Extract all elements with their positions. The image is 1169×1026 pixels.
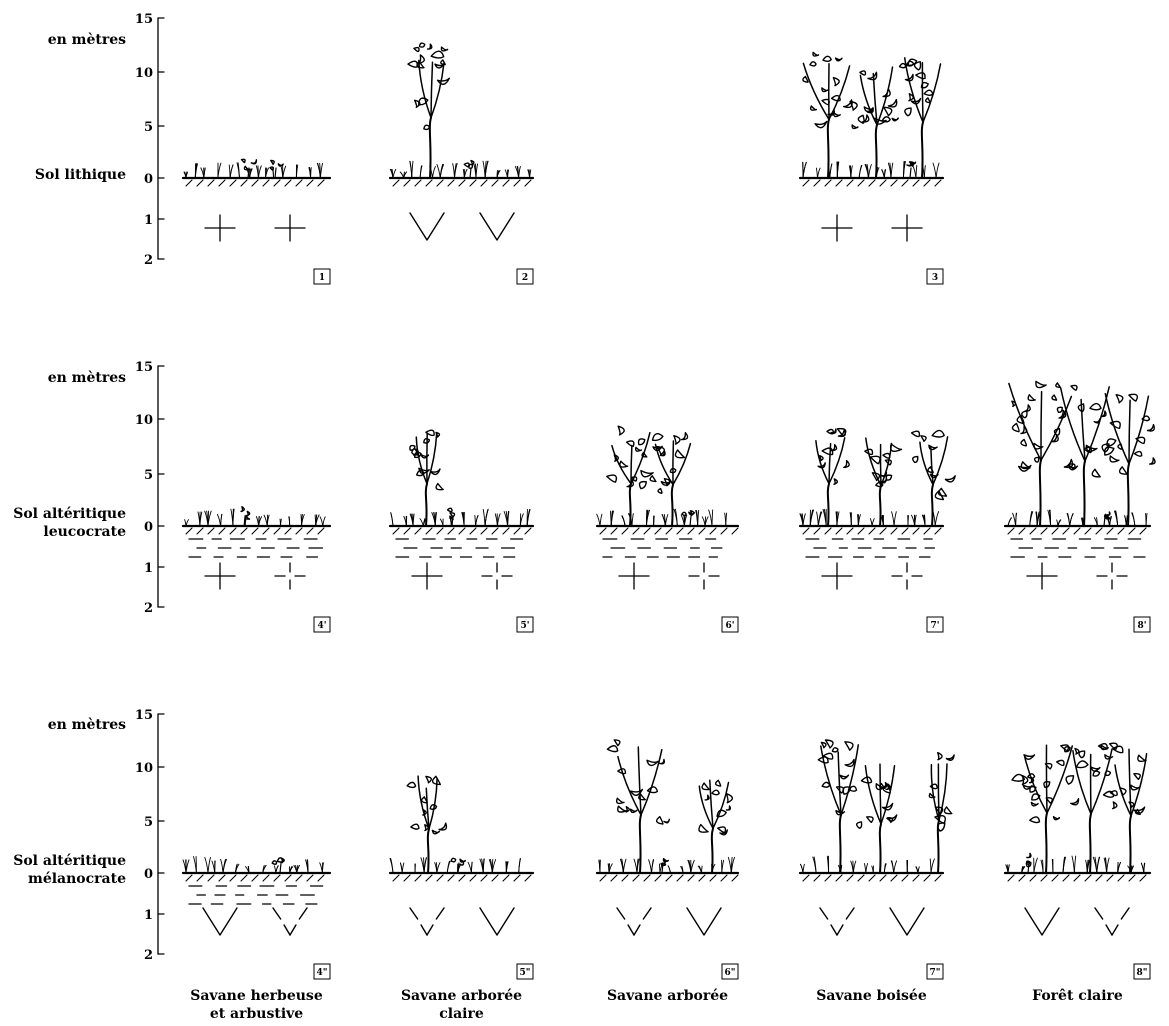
panel-number: 6" xyxy=(725,968,736,978)
soil-label: Sol altéritique xyxy=(13,853,126,869)
panel-12: 7" xyxy=(798,739,955,980)
panel-number-box xyxy=(926,268,944,285)
caption-1: Savane herbeuse et arbustive xyxy=(190,988,323,1022)
panel-4: 4' xyxy=(181,506,332,633)
panel-11: 6" xyxy=(595,739,740,980)
axis-tick-label: 5 xyxy=(144,120,153,135)
panel-number: 4" xyxy=(317,968,328,978)
axis-tick-label: 2 xyxy=(144,253,153,268)
panel-number: 3 xyxy=(932,273,938,283)
axis-tick-label: 10 xyxy=(135,761,153,776)
caption-line: Savane boisée xyxy=(816,988,927,1004)
panel-8: 8' xyxy=(1003,380,1156,633)
axis-tick-label: 15 xyxy=(135,708,153,723)
panel-2: 2 xyxy=(388,42,535,285)
axis-tick-label: 1 xyxy=(144,561,153,576)
axis-tick-label: 0 xyxy=(144,172,153,187)
panel-number-box xyxy=(926,963,944,980)
panel-number-box xyxy=(313,963,331,980)
caption-line: claire xyxy=(439,1006,484,1022)
panel-number-box xyxy=(926,616,944,633)
panel-5: 5' xyxy=(388,429,535,633)
panel-number: 5' xyxy=(520,621,529,631)
panel-number-box xyxy=(1133,963,1151,980)
panel-13: 8" xyxy=(1003,742,1152,980)
panel-number: 7' xyxy=(930,621,939,631)
caption-3: Savane arborée xyxy=(607,988,728,1004)
caption-2: Savane arborée claire xyxy=(401,988,522,1022)
panel-number: 7" xyxy=(930,968,941,978)
caption-4: Savane boisée xyxy=(816,988,927,1004)
panel-number: 6' xyxy=(725,621,734,631)
labels-layer: Savane herbeuse et arbustive Savane arboré… xyxy=(190,988,1123,1022)
soil-label: Sol lithique xyxy=(35,167,126,183)
unit-label: en mètres xyxy=(48,717,126,733)
axis-tick-label: 1 xyxy=(144,213,153,228)
caption-5: Forêt claire xyxy=(1032,988,1123,1004)
panel-number-box xyxy=(721,963,739,980)
panel-number: 8' xyxy=(1137,621,1146,631)
caption-line: et arbustive xyxy=(210,1006,303,1022)
panel-10: 5" xyxy=(388,775,535,980)
caption-line: Savane herbeuse xyxy=(190,988,323,1004)
panel-7: 7' xyxy=(798,427,956,633)
axis-tick-label: 10 xyxy=(135,413,153,428)
axis-tick-label: 10 xyxy=(135,66,153,81)
axis-tick-label: 15 xyxy=(135,12,153,27)
panel-number: 4' xyxy=(317,621,326,631)
panel-number: 8" xyxy=(1137,968,1148,978)
axis-tick-label: 2 xyxy=(144,948,153,963)
panel-number: 5" xyxy=(520,968,531,978)
panel-number-box xyxy=(313,616,331,633)
panel-number-box xyxy=(516,616,534,633)
panel-9: 4" xyxy=(181,856,332,980)
panels-layer: 1 2 3 4' 5' 6' 7' 8' 4" 5" 6" 7" 8" xyxy=(181,42,1156,980)
panel-number-box xyxy=(1133,616,1151,633)
axis-tick-label: 0 xyxy=(144,520,153,535)
axis-tick-label: 5 xyxy=(144,468,153,483)
unit-label: en mètres xyxy=(48,370,126,386)
panel-3: 3 xyxy=(798,51,945,285)
axis-tick-label: 15 xyxy=(135,360,153,375)
panel-number: 1 xyxy=(319,273,325,283)
axis-tick-label: 2 xyxy=(144,601,153,616)
unit-label: en mètres xyxy=(48,32,126,48)
caption-line: Savane arborée xyxy=(401,988,522,1004)
axis-tick-label: 0 xyxy=(144,867,153,882)
soil-label: Sol altéritique xyxy=(13,506,126,522)
soil-label: leucocrate xyxy=(43,524,126,540)
axis-tick-label: 5 xyxy=(144,815,153,830)
panel-1: 1 xyxy=(181,158,332,285)
axis-tick-label: 1 xyxy=(144,908,153,923)
panel-number-box xyxy=(516,268,534,285)
panel-number-box xyxy=(721,616,739,633)
caption-line: Savane arborée xyxy=(607,988,728,1004)
caption-line: Forêt claire xyxy=(1032,988,1123,1004)
panel-number-box xyxy=(313,268,331,285)
panel-6: 6' xyxy=(595,425,740,633)
panel-number: 2 xyxy=(522,273,528,283)
panel-number-box xyxy=(516,963,534,980)
soil-label: mélanocrate xyxy=(28,871,126,887)
